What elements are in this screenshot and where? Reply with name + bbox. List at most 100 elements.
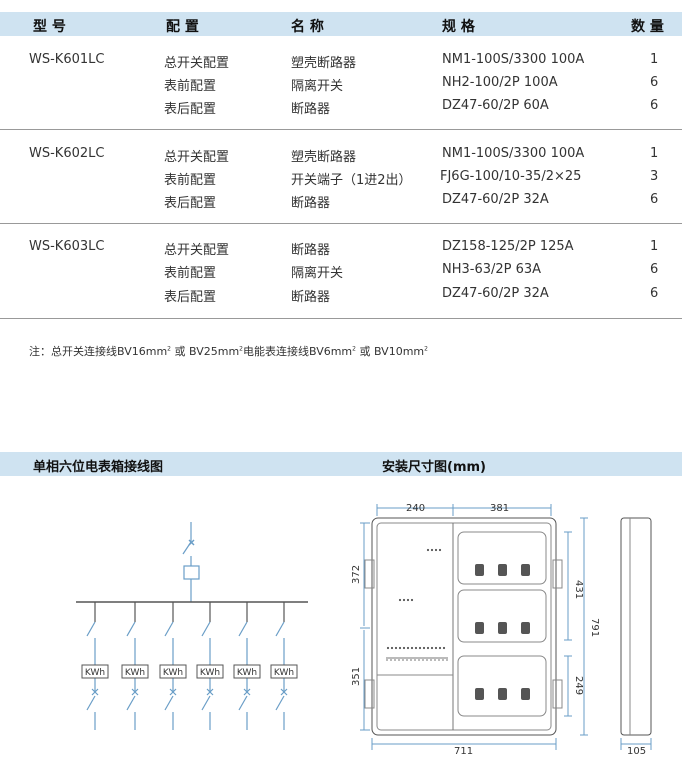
terminal-dot (438, 646, 442, 650)
spec-cell: DZ47-60/2P 32A (442, 286, 549, 301)
config-cell: 表前配置 (164, 79, 217, 94)
spec-cell: DZ158-125/2P 125A (442, 239, 574, 254)
meter-label: KWh (200, 668, 220, 678)
terminal-dot (434, 548, 438, 552)
terminal-dot (386, 646, 390, 650)
name-cell: 开关端子（1进2出） (291, 173, 412, 188)
terminal-dot (422, 646, 426, 650)
spec-cell: DZ47-60/2P 60A (442, 98, 549, 113)
wiring-title: 单相六位电表箱接线图 (33, 460, 164, 475)
terminal-dot (390, 646, 394, 650)
meter-box (121, 664, 149, 679)
meter-socket (475, 622, 484, 634)
meter-box (270, 664, 298, 679)
terminal-dot (402, 598, 406, 602)
terminal-dot (398, 598, 402, 602)
terminal-dot (394, 646, 398, 650)
name-cell: 断路器 (291, 102, 331, 117)
terminal-dot (398, 646, 402, 650)
qty-cell: 6 (650, 192, 659, 207)
branch-circuit (275, 602, 288, 730)
terminal-dot (402, 646, 406, 650)
meter-row: KWh KWh KWh KWh KWh KWh (81, 664, 298, 679)
name-cell: 隔离开关 (291, 79, 344, 94)
row-divider (0, 318, 682, 319)
config-cell: 表后配置 (164, 196, 217, 211)
terminal-dot (430, 548, 434, 552)
meter-socket (521, 564, 530, 576)
qty-cell: 6 (650, 286, 659, 301)
col-model: 型 号 (33, 19, 66, 35)
meter-socket (475, 688, 484, 700)
model-cell: WS-K603LC (29, 239, 105, 254)
name-cell: 断路器 (291, 243, 331, 258)
col-qty: 数 量 (631, 19, 664, 35)
config-cell: 总开关配置 (164, 56, 230, 71)
terminal-dot (426, 548, 430, 552)
meter-socket (498, 622, 507, 634)
dim-bottom-width: 711 (454, 746, 473, 757)
note-text: 或 BV25mm (171, 345, 240, 358)
qty-cell: 6 (650, 75, 659, 90)
dimension-drawing: 240 381 372 351 431 249 791 711 105 (351, 503, 652, 757)
branch-circuit (126, 602, 139, 730)
superscript: 2 (239, 345, 243, 353)
meter-label: KWh (237, 668, 257, 678)
qty-cell: 6 (650, 262, 659, 277)
dim-side-depth: 105 (627, 746, 646, 757)
dimension-title: 安装尺寸图(mm) (382, 460, 486, 475)
meter-label: KWh (163, 668, 183, 678)
spec-cell: NH3-63/2P 63A (442, 262, 542, 277)
terminal-dot (434, 646, 438, 650)
qty-cell: 1 (650, 146, 659, 161)
name-cell: 隔离开关 (291, 266, 344, 281)
meter-box (81, 664, 109, 679)
dim-right-lower: 249 (573, 676, 584, 695)
terminal-dot (410, 598, 414, 602)
meter-label: KWh (125, 668, 145, 678)
meter-label: KWh (85, 668, 105, 678)
branch-circuits (86, 602, 288, 730)
config-cell: 表前配置 (164, 266, 217, 281)
meter-box (233, 664, 261, 679)
config-cell: 总开关配置 (164, 243, 230, 258)
terminal-dot (430, 646, 434, 650)
branch-circuit (164, 602, 177, 730)
spec-cell: NM1-100S/3300 100A (442, 146, 585, 161)
row-divider (0, 223, 682, 224)
terminal-dot (438, 548, 442, 552)
dim-top-right: 381 (490, 503, 509, 514)
config-cell: 表后配置 (164, 290, 217, 305)
spec-cell: FJ6G-100/10-35/2×25 (440, 169, 582, 184)
terminal-dots (386, 548, 446, 650)
meter-socket (498, 688, 507, 700)
superscript: 2 (424, 345, 428, 353)
meter-sockets (475, 564, 530, 700)
model-cell: WS-K601LC (29, 52, 105, 67)
meter-label: KWh (274, 668, 294, 678)
name-cell: 塑壳断路器 (291, 150, 357, 165)
terminal-dot (442, 646, 446, 650)
meter-socket (475, 564, 484, 576)
name-cell: 断路器 (291, 196, 331, 211)
model-cell: WS-K602LC (29, 146, 105, 161)
dim-top-left: 240 (406, 503, 425, 514)
config-cell: 总开关配置 (164, 150, 230, 165)
dim-right-upper: 431 (573, 580, 584, 599)
qty-cell: 1 (650, 239, 659, 254)
row-divider (0, 129, 682, 130)
branch-circuit (86, 602, 99, 730)
dim-left-lower: 351 (351, 667, 362, 686)
meter-socket (521, 622, 530, 634)
note-text: 注：总开关连接线BV16mm (29, 345, 168, 358)
spec-cell: NM1-100S/3300 100A (442, 52, 585, 67)
config-cell: 表前配置 (164, 173, 217, 188)
spec-cell: NH2-100/2P 100A (442, 75, 558, 90)
note-text: 电能表连接线BV6mm (242, 345, 353, 358)
meter-socket (521, 688, 530, 700)
footnote: 注：总开关连接线BV16mm2 或 BV25mm2电能表连接线BV6mm2 或 … (29, 343, 428, 359)
meter-box (196, 664, 224, 679)
terminal-dot (410, 646, 414, 650)
terminal-dot (406, 598, 410, 602)
config-cell: 表后配置 (164, 102, 217, 117)
